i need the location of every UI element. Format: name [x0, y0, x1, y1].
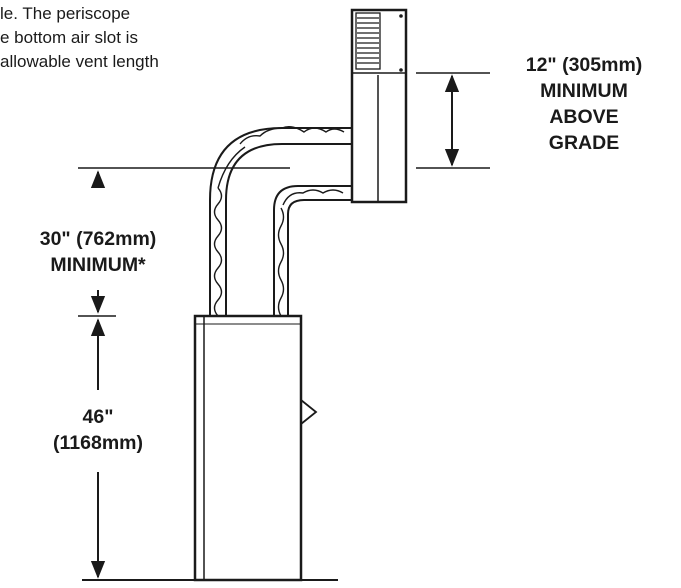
unit-height-line-1: 46" [82, 406, 114, 428]
inner-vent-pipe [273, 185, 352, 317]
outer-vent-pipe [209, 125, 352, 317]
above-grade-line-2: MINIMUM [540, 80, 628, 102]
note-line-2: e bottom air slot is [0, 28, 138, 47]
cabinet-knob [300, 399, 318, 425]
vent-terminal [350, 8, 408, 204]
vent-height-dimension [78, 167, 290, 317]
above-grade-line-3: ABOVE [549, 106, 619, 128]
unit-height-line-2: (1168mm) [53, 432, 143, 454]
above-grade-label: 12" (305mm) MINIMUM ABOVE GRADE [492, 52, 676, 156]
vent-height-label: 30" (762mm) MINIMUM* [8, 226, 188, 278]
appliance-cabinet [193, 314, 318, 582]
above-grade-dimension [416, 72, 490, 169]
vent-height-line-1: 30" (762mm) [39, 228, 157, 250]
note-line-1: le. The periscope [0, 4, 131, 23]
vent-height-line-2: MINIMUM* [50, 254, 146, 276]
above-grade-line-4: GRADE [548, 132, 620, 154]
note-line-3: allowable vent length [0, 52, 159, 71]
unit-height-label: 46" (1168mm) [10, 404, 186, 456]
above-grade-line-1: 12" (305mm) [525, 54, 643, 76]
terminal-louvers [355, 12, 381, 70]
